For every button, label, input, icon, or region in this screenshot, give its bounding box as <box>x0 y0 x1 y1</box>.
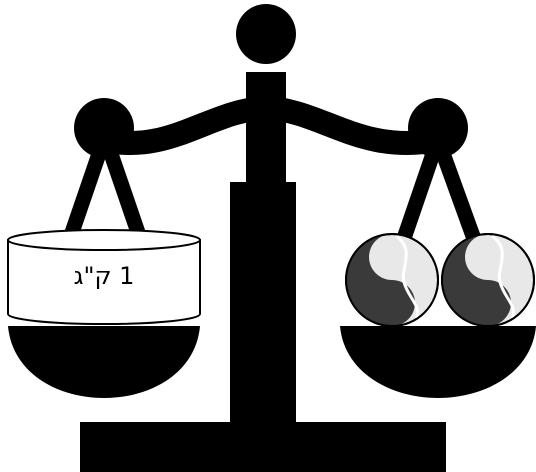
scale-pillar <box>230 182 296 424</box>
right-chain-outer <box>400 145 436 250</box>
scale-neck <box>246 72 286 186</box>
cylinder-weight-icon: 1 ק"ג <box>8 230 200 324</box>
right-chain-inner <box>440 145 478 250</box>
weight-label: 1 ק"ג <box>74 262 135 290</box>
left-pan <box>8 326 200 398</box>
yin-yang-ball-icon <box>346 234 438 326</box>
scale-top-knob <box>236 4 296 64</box>
yin-yang-ball-icon <box>442 234 534 326</box>
scale-base <box>80 422 446 472</box>
right-pan <box>340 326 536 398</box>
